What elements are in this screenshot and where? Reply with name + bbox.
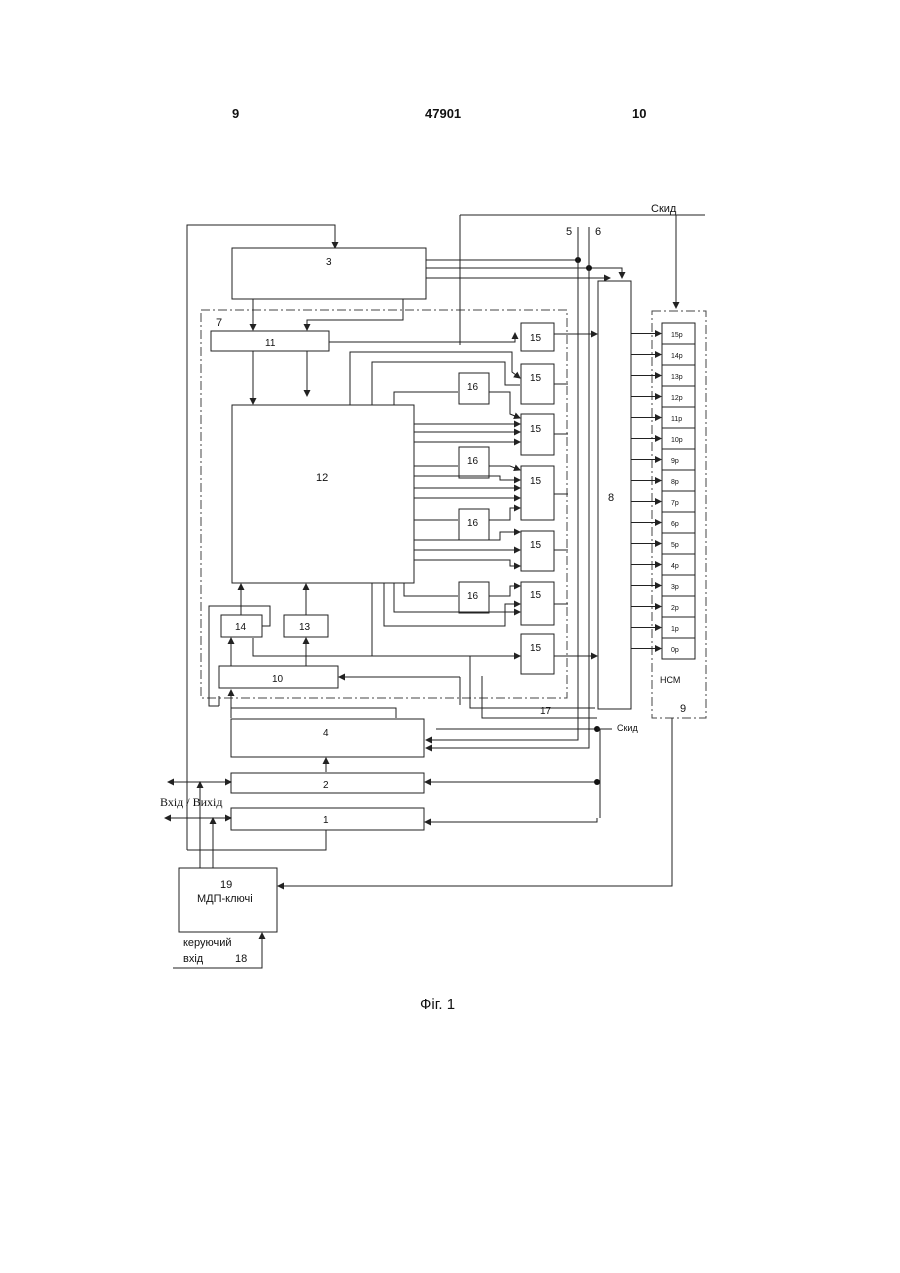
register-stack: 15р 14р 13р 12р 11р 10р 9р 8р 7р 6р 5р 4р 3р 2р 1р 0р	[631, 323, 695, 659]
line-6-label: 6	[595, 226, 601, 238]
skyd-mid-label: Скид	[617, 723, 638, 733]
block-10-label: 10	[272, 674, 284, 685]
figure-caption: Фіг. 1	[420, 996, 455, 1013]
block-2-label: 2	[323, 780, 329, 791]
register-label: 2р	[671, 605, 679, 612]
skyd-top-label: Скид	[651, 203, 677, 215]
register-label: 14р	[671, 353, 683, 360]
register-label: 7р	[671, 500, 679, 507]
ctrl-num: 18	[235, 953, 247, 965]
block-17-label: 17	[540, 706, 552, 717]
block-15-g	[521, 634, 554, 674]
block-15-a-label: 15	[530, 333, 542, 344]
block-15-f	[521, 582, 554, 625]
register-label: 6р	[671, 521, 679, 528]
register-label: 8р	[671, 479, 679, 486]
register-label: 5р	[671, 542, 679, 549]
register-label: 4р	[671, 563, 679, 570]
block-16-b-label: 16	[467, 456, 479, 467]
block-8	[598, 281, 631, 709]
block-11-label: 11	[265, 338, 276, 349]
block-15-c-label: 15	[530, 424, 542, 435]
register-label: 15р	[671, 332, 683, 339]
io-label: Вхід / Вихід	[160, 795, 222, 809]
block-15-d-label: 15	[530, 476, 542, 487]
block-19-label: 19	[220, 879, 232, 891]
block-3	[232, 248, 426, 299]
block-1-label: 1	[323, 815, 329, 826]
register-label: 1р	[671, 626, 679, 633]
ctrl-line2: вхід	[183, 953, 204, 965]
block-16-d-label: 16	[467, 591, 479, 602]
block-15-b	[521, 364, 554, 404]
block-16-c-label: 16	[467, 518, 479, 529]
block-15-e	[521, 531, 554, 571]
register-label: 11р	[671, 416, 682, 423]
block-15-e-label: 15	[530, 540, 542, 551]
block-12-label: 12	[316, 472, 328, 484]
block-4-label: 4	[323, 728, 329, 739]
block-16-a-label: 16	[467, 382, 479, 393]
register-label: 10р	[671, 437, 683, 444]
ncm-label: НСМ	[660, 675, 680, 685]
register-label: 9р	[671, 458, 679, 465]
block-15-g-label: 15	[530, 643, 542, 654]
register-label: 0р	[671, 647, 679, 654]
register-label: 12р	[671, 395, 683, 402]
block-14-label: 14	[235, 622, 247, 633]
block-13-label: 13	[299, 622, 311, 633]
block-15-d	[521, 466, 554, 520]
line-5-label: 5	[566, 226, 572, 238]
block-3-label: 3	[326, 257, 332, 268]
block-19-desc: МДП-ключі	[197, 893, 253, 905]
block-7-label: 7	[216, 317, 222, 329]
register-label: 13р	[671, 374, 683, 381]
register-label: 3р	[671, 584, 679, 591]
block-15-f-label: 15	[530, 590, 542, 601]
block-15-b-label: 15	[530, 373, 542, 384]
block-12	[232, 405, 414, 583]
block-9-label: 9	[680, 703, 686, 715]
block-8-label: 8	[608, 492, 614, 504]
ctrl-line1: керуючий	[183, 937, 232, 949]
